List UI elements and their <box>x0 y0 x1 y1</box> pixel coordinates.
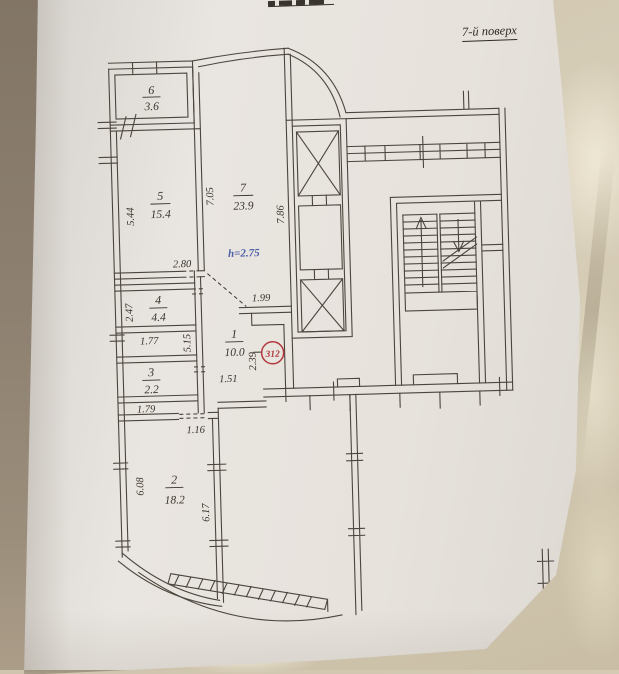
room-1-number: 1 <box>231 327 237 341</box>
room-5-number: 5 <box>157 189 163 203</box>
room-6-balcony <box>107 60 201 140</box>
unit-number-badge: 312 <box>260 341 285 365</box>
room-4-area: 4.4 <box>151 312 166 324</box>
stair-flights <box>402 212 479 312</box>
dim-room5-bottom: 2.80 <box>173 259 192 271</box>
room-7-number: 7 <box>240 180 247 194</box>
room-6-number: 6 <box>148 83 154 97</box>
room-5-area: 15.4 <box>151 209 172 222</box>
room-4-number: 4 <box>155 293 161 307</box>
dim-room2-door: 1.16 <box>186 425 205 437</box>
room-5-walls <box>113 66 206 280</box>
stair-section-walls <box>345 90 514 391</box>
dim-room2-right: 6.17 <box>201 503 213 522</box>
room-4-3-walls <box>114 282 199 404</box>
dim-room7-left: 7.05 <box>205 187 217 206</box>
room-6-area: 3.6 <box>143 101 159 113</box>
right-wall-fragment <box>536 548 555 606</box>
unit-number: 312 <box>264 350 280 360</box>
bottom-balcony <box>117 393 366 622</box>
dim-room2-left: 6.08 <box>135 476 147 495</box>
elevator-shafts <box>283 47 353 389</box>
room-2-number: 2 <box>171 472 177 486</box>
dim-room5-left: 5.44 <box>125 207 137 226</box>
room-labels: 6 3.6 5 15.4 7 23.9 4 4.4 3 2.2 1 10.0 2 <box>142 83 254 507</box>
dimension-labels: 5.44 2.80 7.05 7.86 1.99 5.15 2.39 1.51 … <box>124 187 287 522</box>
dim-room7-right: 7.86 <box>275 204 287 223</box>
left-outer-wall <box>97 68 131 558</box>
curved-facade-wall <box>191 47 347 118</box>
corridor-bottom-wall <box>263 373 514 412</box>
dim-hall-left: 5.15 <box>182 334 194 353</box>
room-3-area: 2.2 <box>144 384 159 396</box>
dim-room4-left: 2.47 <box>124 303 136 322</box>
dim-room3-bottom: 1.79 <box>137 404 156 416</box>
room-2-area: 18.2 <box>164 494 185 507</box>
dim-hall-top: 1.99 <box>252 293 271 305</box>
ceiling-height-note: h=2.75 <box>228 247 260 260</box>
room-3-number: 3 <box>147 365 154 379</box>
room-1-area: 10.0 <box>224 347 245 360</box>
room-7-area: 23.9 <box>233 200 254 213</box>
room-2-walls <box>117 400 267 603</box>
dim-hall-bottom: 1.51 <box>219 374 238 386</box>
dim-room4-bottom: 1.77 <box>140 336 159 348</box>
bedsheet-highlight <box>560 480 619 660</box>
hall-walls <box>191 270 293 414</box>
dim-hall-width: 2.39 <box>248 351 260 370</box>
